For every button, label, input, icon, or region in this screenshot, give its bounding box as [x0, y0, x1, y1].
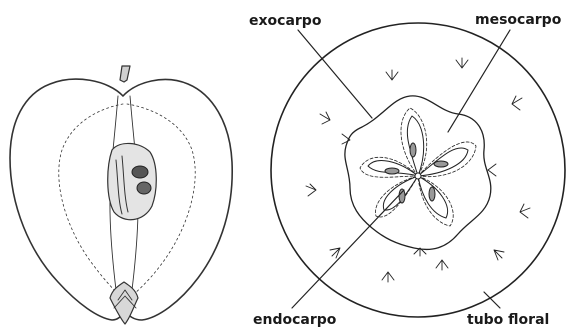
- leader-exocarpo: [298, 30, 372, 118]
- carpels: [368, 116, 468, 218]
- seed: [132, 166, 148, 178]
- seed: [137, 182, 151, 194]
- apple-transverse-section: [271, 23, 565, 317]
- apple-longitudinal-section: [10, 66, 232, 324]
- carpel-envelopes: [360, 108, 476, 226]
- label-exocarpo: exocarpo: [249, 13, 321, 29]
- seed: [385, 168, 399, 174]
- central-axis: [415, 173, 421, 179]
- label-endocarpo: endocarpo: [253, 312, 336, 328]
- leader-mesocarpo: [448, 30, 510, 132]
- seed: [410, 143, 416, 157]
- seed: [399, 189, 405, 203]
- seed: [429, 187, 435, 201]
- core-chamber: [108, 143, 157, 219]
- tubo-floral-circle: [271, 23, 565, 317]
- leader-lines: [292, 30, 510, 308]
- label-tubo-floral: tubo floral: [467, 312, 549, 328]
- seed: [434, 161, 448, 167]
- apple-stem: [120, 66, 130, 82]
- label-mesocarpo: mesocarpo: [475, 12, 561, 28]
- leader-endocarpo: [292, 190, 404, 308]
